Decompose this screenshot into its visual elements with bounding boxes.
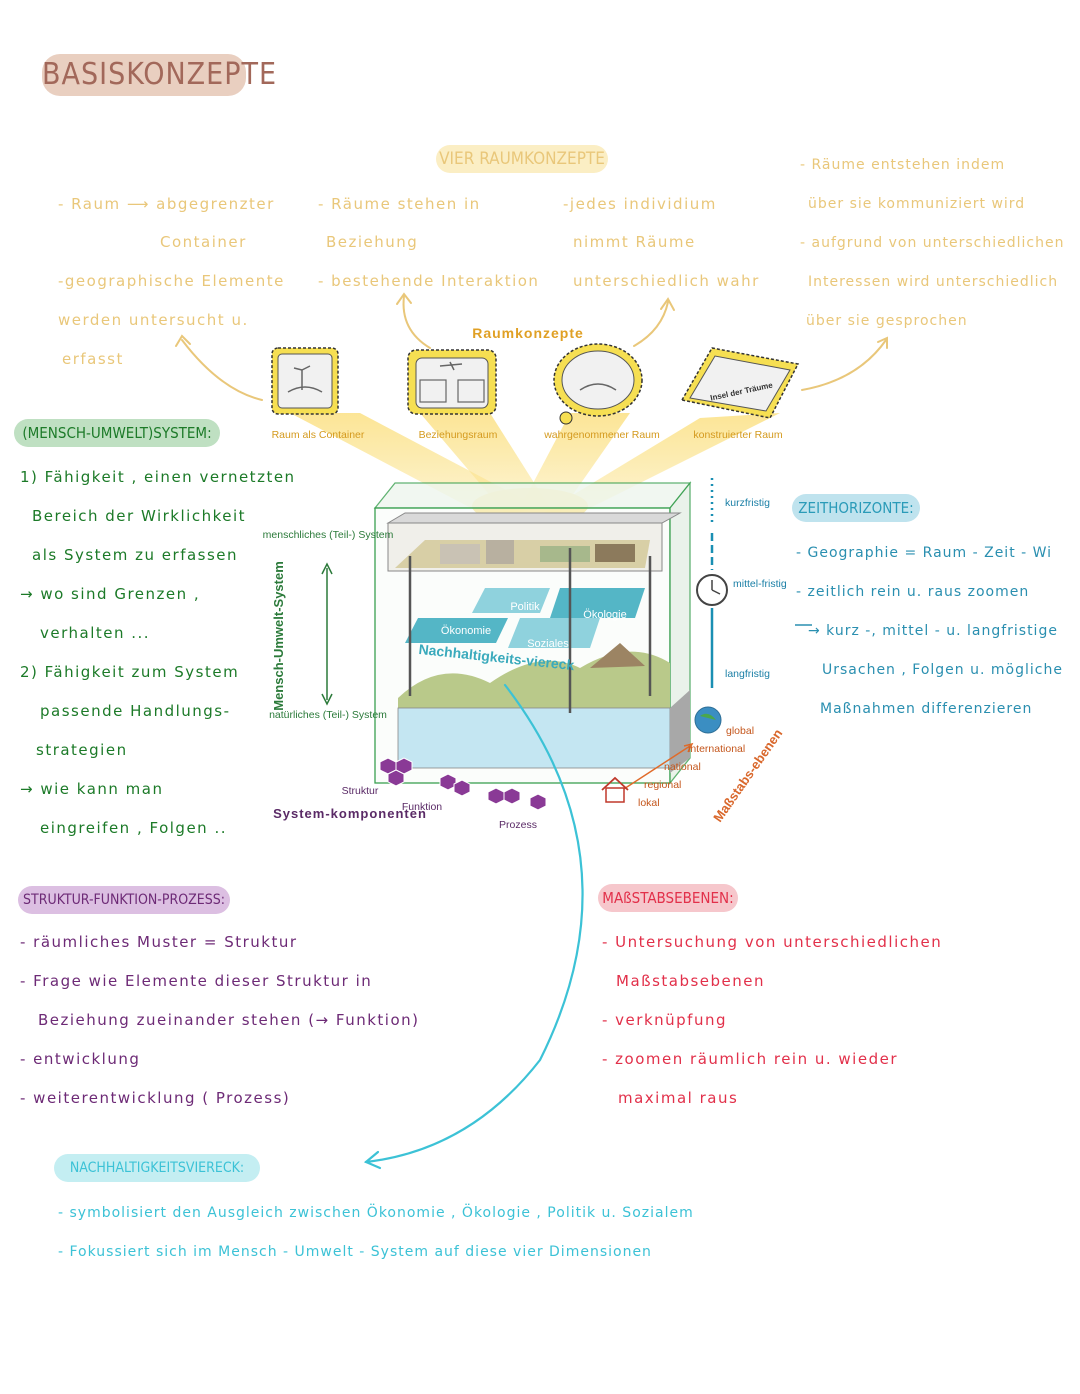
raumkonzepte-heading: VIER RAUMKONZEPTE bbox=[436, 145, 608, 173]
note-line: nimmt Räume bbox=[573, 233, 696, 251]
note-line: Beziehung bbox=[326, 233, 419, 251]
natuerliches-label: natürliches (Teil-) System bbox=[269, 709, 387, 721]
note-line: → kurz -, mittel - u. langfristige bbox=[808, 623, 1058, 639]
note-line: - aufgrund von unterschiedlichen bbox=[800, 235, 1065, 251]
concept-label: Raum als Container bbox=[272, 429, 365, 441]
arrow bbox=[181, 339, 263, 401]
note-line: → wie kann man bbox=[20, 780, 164, 798]
raumkonzepte-label: Raumkonzepte bbox=[472, 325, 584, 341]
dimension-label: Ökologie bbox=[583, 609, 626, 621]
page-title: BASISKONZEPTE bbox=[42, 54, 276, 96]
note-line: werden untersucht u. bbox=[58, 311, 249, 329]
note-line: 1) Fähigkeit , einen vernetzten bbox=[20, 468, 296, 486]
icon-beziehungsraum bbox=[407, 349, 497, 415]
scale-label: lokal bbox=[638, 797, 660, 809]
scale-label: global bbox=[726, 725, 754, 737]
note-line: maximal raus bbox=[618, 1089, 739, 1107]
note-line: - Raum ⟶ abgegrenzter bbox=[58, 195, 275, 213]
note-line: Maßstabsebenen bbox=[616, 972, 766, 990]
systemkomponenten-label: System-komponenten bbox=[273, 806, 427, 821]
mensch-umwelt-label: Mensch-Umwelt-System bbox=[271, 561, 286, 711]
arrow-head bbox=[175, 334, 191, 347]
kurzfristig-label: kurzfristig bbox=[725, 497, 770, 509]
note-line: - entwicklung bbox=[20, 1050, 141, 1068]
note-line: - zoomen räumlich rein u. wieder bbox=[602, 1050, 898, 1068]
mittelfristig-label: mittel-fristig bbox=[733, 578, 787, 590]
note-line: - Räume entstehen indem bbox=[800, 157, 1006, 173]
note-line: -jedes individium bbox=[563, 195, 717, 213]
note-line: Bereich der Wirklichkeit bbox=[32, 507, 247, 525]
note-line: - weiterentwicklung ( Prozess) bbox=[20, 1089, 291, 1107]
sfp-heading: STRUKTUR-FUNKTION-PROZESS: bbox=[18, 886, 230, 914]
note-line: → wo sind Grenzen , bbox=[20, 585, 201, 603]
note-line: als System zu erfassen bbox=[32, 546, 239, 564]
concept-label: wahrgenommener Raum bbox=[543, 429, 660, 441]
scale-label: regional bbox=[644, 779, 681, 791]
note-line: - räumliches Muster = Struktur bbox=[20, 933, 298, 951]
note-line: verhalten ... bbox=[40, 624, 151, 642]
note-line: Ursachen , Folgen u. mögliche bbox=[822, 662, 1063, 678]
note-line: -geographische Elemente bbox=[58, 272, 285, 290]
arrow-head bbox=[660, 297, 675, 311]
arrow-head bbox=[396, 292, 412, 305]
scale-label: national bbox=[664, 761, 701, 773]
menschliches-label: menschliches (Teil-) System bbox=[263, 529, 394, 541]
component-label: Funktion bbox=[402, 801, 442, 813]
dimension-label: Politik bbox=[510, 601, 540, 613]
note-line: erfasst bbox=[62, 350, 124, 368]
nach-heading: NACHHALTIGKEITSVIERECK: bbox=[54, 1154, 260, 1182]
icon-raum-als-container bbox=[271, 347, 339, 415]
component-label: Struktur bbox=[342, 785, 379, 797]
note-line: 2) Fähigkeit zum System bbox=[20, 663, 240, 681]
system-heading: (MENSCH-UMWELT)SYSTEM: bbox=[14, 419, 220, 447]
note-line: - Untersuchung von unterschiedlichen bbox=[602, 933, 943, 951]
note-line: - verknüpfung bbox=[602, 1011, 727, 1029]
note-line: eingreifen , Folgen .. bbox=[40, 819, 227, 837]
note-line: über sie kommuniziert wird bbox=[808, 196, 1026, 212]
note-line: Beziehung zueinander stehen (→ Funktion) bbox=[38, 1011, 420, 1029]
note-line: passende Handlungs- bbox=[40, 702, 231, 720]
dimension-label: Ökonomie bbox=[441, 625, 491, 637]
mass-heading: MAßSTABSEBENEN: bbox=[598, 884, 738, 912]
arrow bbox=[402, 295, 431, 349]
arrow bbox=[801, 339, 887, 391]
langfristig-label: langfristig bbox=[725, 668, 770, 680]
timeline bbox=[696, 478, 728, 688]
arrow-head bbox=[877, 336, 888, 349]
concept-label: konstruierter Raum bbox=[693, 429, 783, 441]
component-label: Prozess bbox=[499, 819, 537, 831]
note-line: über sie gesprochen bbox=[806, 313, 968, 329]
zeit-heading: ZEITHORIZONTE: bbox=[792, 494, 920, 522]
system-component-icons bbox=[379, 757, 547, 811]
icon-konstruierter-raum bbox=[680, 347, 800, 419]
note-line: unterschiedlich wahr bbox=[573, 272, 760, 290]
scale-label: international bbox=[688, 743, 745, 755]
note-line: - Frage wie Elemente dieser Struktur in bbox=[20, 972, 373, 990]
arrow bbox=[633, 301, 669, 347]
note-line: - symbolisiert den Ausgleich zwischen Ök… bbox=[58, 1205, 694, 1221]
note-line: - bestehende Interaktion bbox=[318, 272, 540, 290]
concept-label: Beziehungsraum bbox=[419, 429, 498, 441]
note-line: Container bbox=[160, 233, 247, 251]
note-line: - Fokussiert sich im Mensch - Umwelt - S… bbox=[58, 1244, 652, 1260]
note-line: - zeitlich rein u. raus zoomen bbox=[796, 584, 1030, 600]
note-line: - Geographie = Raum - Zeit - Wi bbox=[796, 545, 1053, 561]
note-line: strategien bbox=[36, 741, 128, 759]
dimension-label: Soziales bbox=[527, 638, 569, 650]
note-line: - Räume stehen in bbox=[318, 195, 481, 213]
system-cube bbox=[373, 481, 692, 785]
note-line: Interessen wird unterschiedlich bbox=[808, 274, 1059, 290]
basiskonzepte-diagram: Insel der Träume Raumkonzepte Raum als C… bbox=[263, 325, 800, 831]
icon-wahrgenommener-raum bbox=[553, 343, 643, 425]
note-line: Maßnahmen differenzieren bbox=[820, 701, 1033, 717]
